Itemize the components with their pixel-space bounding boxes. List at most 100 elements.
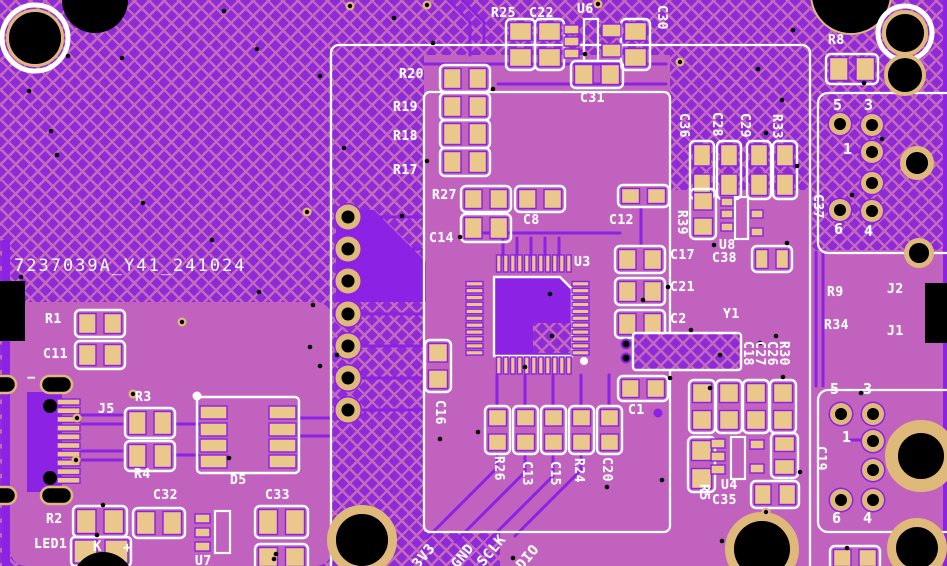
designator-Y1[interactable]: Y1 <box>723 307 740 322</box>
designator-R39[interactable]: R39 <box>674 210 689 235</box>
component-U6[interactable] <box>563 17 622 63</box>
designator-C29[interactable]: C29 <box>737 113 752 138</box>
designator-R1[interactable]: R1 <box>45 312 62 327</box>
component-C13[interactable] <box>511 404 540 456</box>
component-C28[interactable] <box>715 139 743 201</box>
designator-C19[interactable]: C19 <box>813 446 828 471</box>
designator-C13[interactable]: C13 <box>519 461 534 486</box>
component-R1[interactable] <box>73 308 127 339</box>
designator-J1[interactable]: J1 <box>887 324 904 339</box>
designator-R20[interactable]: R20 <box>399 67 424 82</box>
designator-U6[interactable]: U6 <box>577 2 594 17</box>
designator-C14[interactable]: C14 <box>429 231 454 246</box>
component-U8[interactable] <box>720 195 764 241</box>
designator-R25[interactable]: R25 <box>491 6 516 21</box>
component-C35[interactable] <box>749 479 801 510</box>
designator-C20[interactable]: C20 <box>599 457 614 482</box>
component-C19c[interactable] <box>769 431 800 480</box>
designator-C12[interactable]: C12 <box>609 213 634 228</box>
designator-R19[interactable]: R19 <box>393 100 418 115</box>
component-C8[interactable] <box>513 184 567 214</box>
designator-U8[interactable]: U8 <box>719 238 736 253</box>
component-C14[interactable] <box>459 212 513 244</box>
component-C20[interactable] <box>595 404 624 456</box>
component-Y1[interactable] <box>620 331 743 372</box>
designator-C1[interactable]: C1 <box>628 403 645 418</box>
component-R30c[interactable] <box>768 378 798 435</box>
component-R26[interactable] <box>483 404 512 456</box>
component-R39[interactable] <box>688 187 718 241</box>
designator-R9[interactable]: R9 <box>827 285 844 300</box>
designator-R3[interactable]: R3 <box>135 390 152 405</box>
designator-LED1[interactable]: LED1 <box>34 537 68 552</box>
designator-C2[interactable]: C2 <box>670 312 687 327</box>
component-C21[interactable] <box>613 276 667 307</box>
designator-C17[interactable]: C17 <box>670 248 695 263</box>
designator-U7[interactable]: U7 <box>195 554 212 566</box>
designator-C28[interactable]: C28 <box>709 112 724 137</box>
component-R27[interactable] <box>459 184 513 214</box>
component-C31[interactable] <box>569 59 625 90</box>
designator-R27[interactable]: R27 <box>432 188 457 203</box>
designator-C35[interactable]: C35 <box>712 493 737 508</box>
designator-C11[interactable]: C11 <box>43 347 68 362</box>
designator-J5[interactable]: J5 <box>98 402 115 417</box>
pin-number-4: 4 <box>864 222 874 240</box>
designator-U3[interactable]: U3 <box>574 255 591 270</box>
component-U7[interactable] <box>194 509 232 555</box>
polarity-mark-−: − <box>27 370 36 386</box>
drill-dots <box>5 0 885 562</box>
designator-C15[interactable]: C15 <box>547 461 562 486</box>
designator-D5[interactable]: D5 <box>230 473 247 488</box>
designator-C36[interactable]: C36 <box>676 113 691 138</box>
component-C32[interactable] <box>131 506 187 540</box>
component-R17[interactable] <box>438 146 492 178</box>
component-R3[interactable] <box>123 406 177 440</box>
designator-C33[interactable]: C33 <box>265 488 290 503</box>
net-label-3V3: 3V3 <box>409 540 439 566</box>
designator-C16[interactable]: C16 <box>432 400 447 425</box>
designator-C38[interactable]: C38 <box>712 251 737 266</box>
component-R25[interactable] <box>504 17 537 72</box>
designator-R33[interactable]: R33 <box>769 114 784 139</box>
designator-J2[interactable]: J2 <box>887 282 904 297</box>
component-C29[interactable] <box>745 139 773 201</box>
component-C11[interactable] <box>73 339 127 371</box>
designator-R2[interactable]: R2 <box>46 512 63 527</box>
component-C33b[interactable] <box>253 542 310 566</box>
designator-C8[interactable]: C8 <box>523 213 540 228</box>
pin-number-6: 6 <box>834 220 844 238</box>
designator-R30[interactable]: R30 <box>776 341 791 366</box>
component-C30[interactable] <box>619 17 652 72</box>
designator-R18[interactable]: R18 <box>393 129 418 144</box>
designator-R4[interactable]: R4 <box>134 467 151 482</box>
designator-R17[interactable]: R17 <box>393 163 418 178</box>
component-R24[interactable] <box>567 404 596 456</box>
designator-C32[interactable]: C32 <box>153 488 178 503</box>
component-R33[interactable] <box>771 139 799 201</box>
component-Jx[interactable] <box>828 544 882 566</box>
component-D5[interactable] <box>192 391 301 475</box>
component-C1[interactable] <box>616 374 670 403</box>
component-R4[interactable] <box>123 439 177 473</box>
designator-R5[interactable]: R5 <box>696 484 711 501</box>
designator-R34[interactable]: R34 <box>824 318 849 333</box>
designator-U4[interactable]: U4 <box>721 478 738 493</box>
designator-R8[interactable]: R8 <box>828 33 845 48</box>
designator-C37[interactable]: C37 <box>810 194 825 219</box>
component-C33[interactable] <box>253 504 310 540</box>
component-U4[interactable] <box>710 435 765 481</box>
designator-R26[interactable]: R26 <box>491 456 506 481</box>
component-J5[interactable] <box>0 374 82 506</box>
designator-C31[interactable]: C31 <box>580 91 605 106</box>
designator-C30[interactable]: C30 <box>654 5 669 30</box>
component-R8[interactable] <box>824 52 880 86</box>
component-C16[interactable] <box>423 338 453 394</box>
component-C38[interactable] <box>750 244 794 274</box>
component-C12[interactable] <box>616 183 671 209</box>
designator-C21[interactable]: C21 <box>670 280 695 295</box>
component-C17[interactable] <box>613 244 667 275</box>
component-C15[interactable] <box>539 404 568 456</box>
designator-R24[interactable]: R24 <box>571 458 586 483</box>
designator-C22[interactable]: C22 <box>529 6 554 21</box>
